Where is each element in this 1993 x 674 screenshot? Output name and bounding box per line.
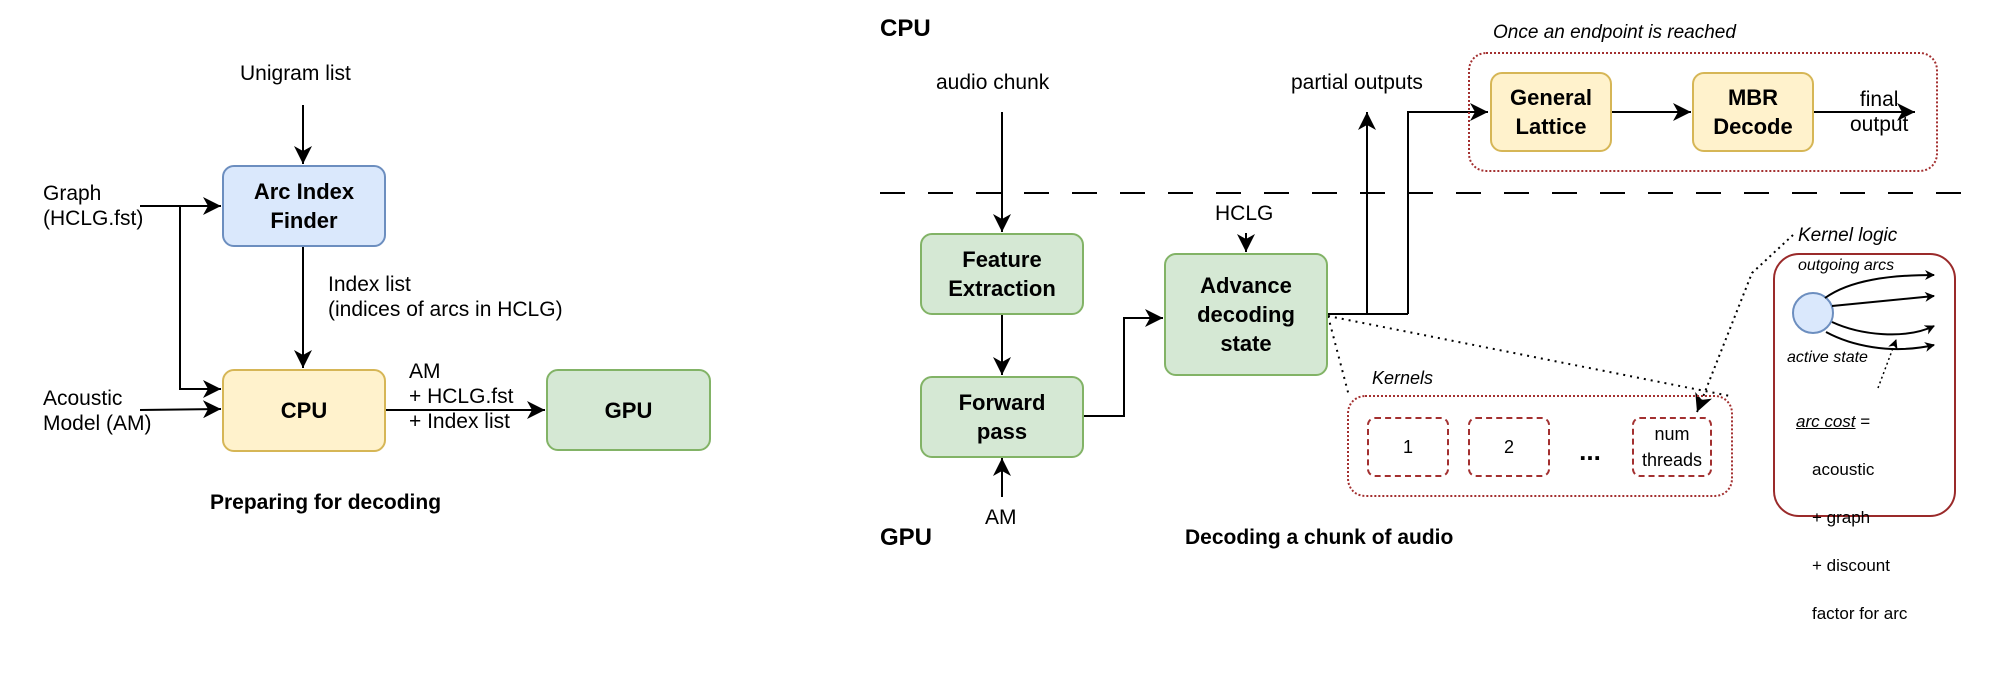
partial-outputs-label: partial outputs (1291, 71, 1423, 94)
active-state-node (1792, 292, 1834, 334)
am-label: AM (985, 506, 1017, 529)
connectors-layer: ... (139, 103, 1970, 497)
gpu-node: GPU (546, 369, 711, 451)
kernels-label: Kernels (1372, 368, 1434, 388)
kernels-callout-line-left (1327, 315, 1350, 397)
kernel-logic-callout (1695, 234, 1794, 413)
arc-cost-line: acoustic (1812, 460, 1875, 479)
acoustic-model-label: Acoustic Model (AM) (43, 387, 152, 435)
kernel-logic-label: Kernel logic (1798, 225, 1898, 246)
am-bundle-label: AM + HCLG.fst + Index list (409, 360, 514, 433)
ellipsis: ... (1579, 436, 1601, 466)
forward-to-advance-arrow (1084, 309, 1163, 417)
outgoing-arcs-label: outgoing arcs (1798, 257, 1895, 274)
arc-cost-formula: arc cost = acoustic + graph + discount f… (1796, 386, 1907, 674)
hclg-label: HCLG (1215, 202, 1274, 225)
arc-cost-line: factor for arc (1812, 604, 1908, 623)
arc-cost-line: + discount (1812, 556, 1890, 575)
kernel-thread-1: 1 (1367, 417, 1449, 477)
arc-cost-equals: = (1855, 412, 1871, 431)
kernels-group (1347, 395, 1733, 497)
mbr-decode-node: MBR Decode (1692, 72, 1814, 152)
kernel-thread-2: 2 (1468, 417, 1550, 477)
cpu-zone-label: CPU (880, 15, 931, 42)
outgoing-arc-4 (1825, 331, 1935, 352)
arc-cost-term: arc cost (1796, 412, 1856, 431)
final-output-label: final output (1850, 88, 1909, 136)
audio-chunk-label: audio chunk (936, 71, 1050, 94)
graph-label: Graph (HCLG.fst) (43, 182, 144, 230)
endpoint-group-label: Once an endpoint is reached (1493, 22, 1736, 43)
left-diagram-title: Preparing for decoding (210, 491, 442, 514)
endpoint-group (1468, 52, 1938, 172)
arc-cost-lines: acoustic + graph + discount factor for a… (1796, 434, 1907, 650)
outgoing-arc-2 (1831, 291, 1935, 307)
active-state-label: active state (1787, 349, 1868, 366)
right-diagram-title: Decoding a chunk of audio (1185, 526, 1454, 549)
to-lattice-arrow (1407, 103, 1488, 314)
unigram-list-label: Unigram list (240, 62, 351, 85)
outgoing-arc-3 (1831, 321, 1935, 336)
arc-cost-callout (1877, 339, 1898, 389)
gpu-zone-label: GPU (880, 524, 933, 551)
am-to-cpu-arrow (139, 400, 222, 419)
arc-index-finder-node: Arc Index Finder (222, 165, 386, 247)
kernel-logic-group (1773, 253, 1956, 517)
kernels-callout-line-right (1327, 315, 1731, 397)
arc-cost-line: + graph (1812, 508, 1871, 527)
general-lattice-node: General Lattice (1490, 72, 1612, 152)
graph-to-cpu-arrow (179, 206, 221, 398)
kernel-thread-num-threads: num threads (1632, 417, 1712, 477)
advance-decoding-state-node: Advance decoding state (1164, 253, 1328, 376)
index-list-label: Index list (indices of arcs in HCLG) (328, 273, 563, 321)
cpu-node: CPU (222, 369, 386, 452)
feature-extraction-node: Feature Extraction (920, 233, 1084, 315)
forward-pass-node: Forward pass (920, 376, 1084, 458)
outgoing-arc-1 (1824, 270, 1935, 299)
